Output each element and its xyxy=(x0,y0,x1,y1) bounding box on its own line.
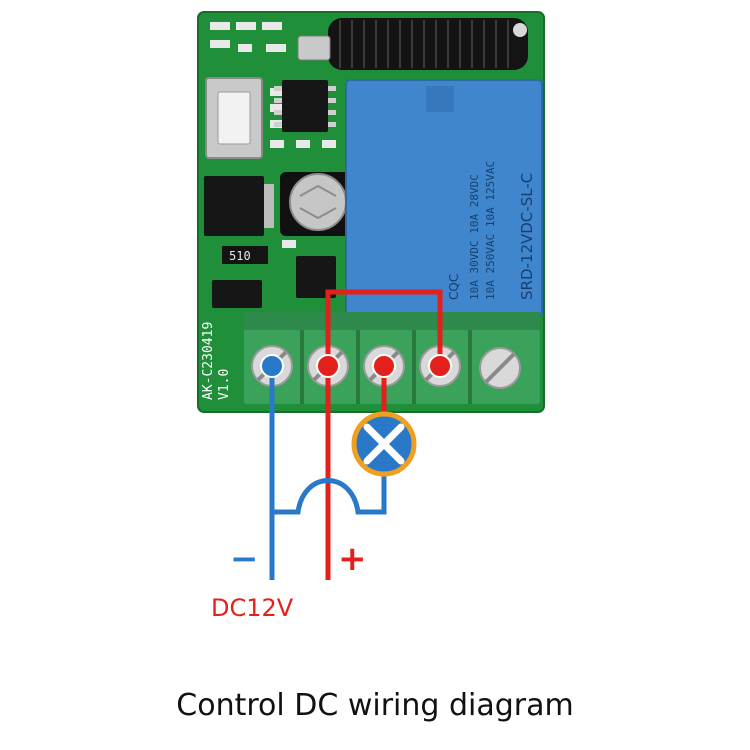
relay-model-label: SRD-12VDC-SL-C xyxy=(518,173,536,300)
relay-rating-line-2: 10A 30VDC 10A 28VDC xyxy=(468,174,481,300)
connection-dots xyxy=(260,354,452,378)
terminal-dot-3 xyxy=(372,354,396,378)
diagram-caption: Control DC wiring diagram xyxy=(176,688,574,723)
plus-symbol: + xyxy=(338,539,367,579)
resistor-code-label: 510 xyxy=(229,249,251,263)
resistor-510: 510 xyxy=(222,246,268,264)
board-id-group: AK-C230419 V1.0 xyxy=(201,322,232,400)
electrolytic-capacitor xyxy=(280,172,352,236)
relay-brand-label: CQC xyxy=(447,274,461,300)
voltage-regulator xyxy=(204,176,274,236)
relay-loop-wire xyxy=(325,289,443,366)
transistor xyxy=(212,256,336,308)
supply-voltage-label: DC12V xyxy=(211,594,294,622)
lamp-x-icon xyxy=(351,411,417,477)
crystal-oscillator xyxy=(297,35,331,61)
relay: SRD-12VDC-SL-C 10A 250VAC 10A 125VAC 10A… xyxy=(345,79,543,317)
decoder-chip xyxy=(274,80,336,132)
terminal-dot-1 xyxy=(260,354,284,378)
blue-wires xyxy=(269,366,387,580)
screw-5 xyxy=(479,347,521,389)
relay-rating-line-1: 10A 250VAC 10A 125VAC xyxy=(484,161,497,300)
coil-antenna-icon xyxy=(328,18,528,70)
push-button xyxy=(205,77,263,159)
board-version-label: V1.0 xyxy=(217,369,232,400)
terminal-dot-2 xyxy=(316,354,340,378)
terminal-dot-4 xyxy=(428,354,452,378)
board-id-label: AK-C230419 xyxy=(201,322,216,400)
smd-components xyxy=(208,22,336,248)
lamp-return-wire xyxy=(272,476,387,515)
minus-symbol: − xyxy=(230,539,259,579)
